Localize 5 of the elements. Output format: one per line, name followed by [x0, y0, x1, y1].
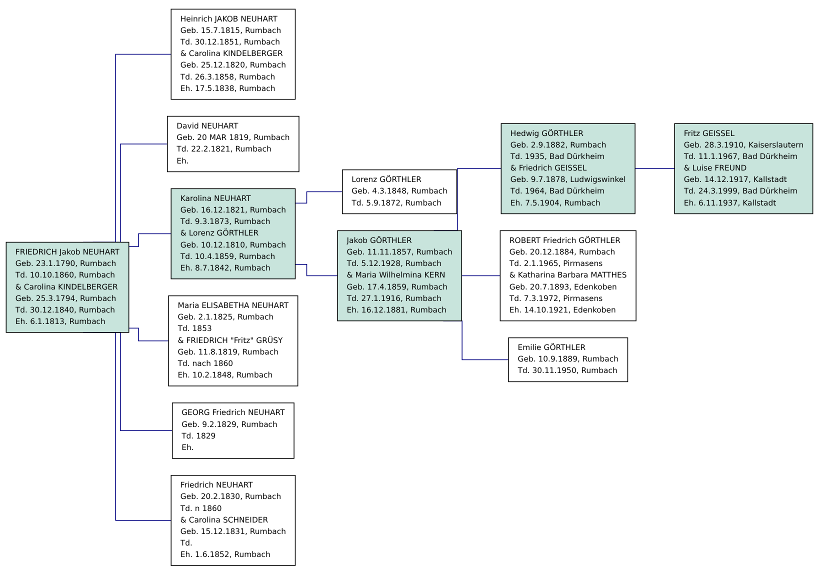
connector	[634, 168, 675, 170]
connector	[294, 264, 338, 276]
connector	[128, 234, 172, 248]
connector	[294, 192, 343, 204]
connector	[128, 328, 169, 342]
